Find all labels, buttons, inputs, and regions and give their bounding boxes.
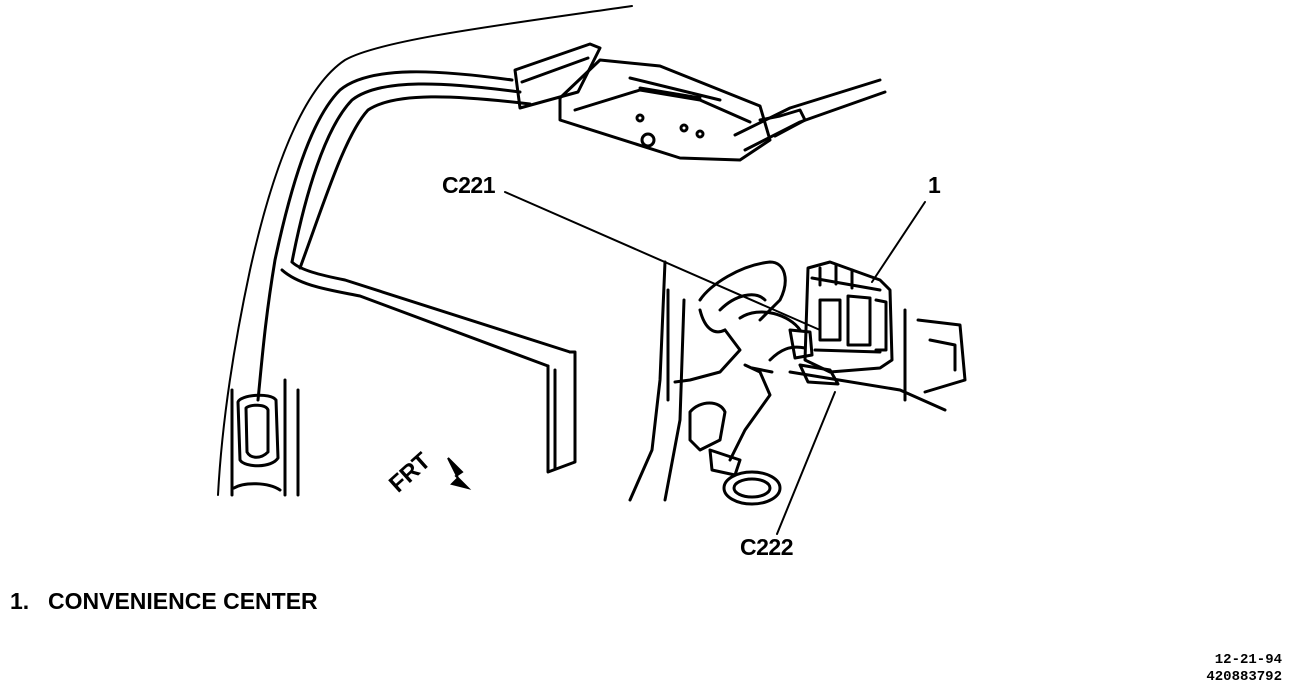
stamp-date: 12-21-94 [1214, 652, 1282, 668]
kick-panel-area [628, 260, 967, 506]
overhead-console [513, 42, 887, 162]
leader-line-1 [871, 201, 926, 283]
stamp-code: 420883792 [1206, 669, 1282, 685]
convenience-center-block [768, 260, 894, 386]
door-frame [217, 5, 633, 496]
callout-c222: C222 [740, 534, 793, 560]
leader-line-c221 [504, 191, 821, 331]
leader-line-c222 [776, 391, 836, 535]
callout-item-1: 1 [928, 172, 941, 198]
legend: 1. CONVENIENCE CENTER [10, 588, 318, 615]
callout-c221: C221 [442, 172, 495, 198]
document-stamp: 12-21-94 420883792 [1206, 652, 1282, 686]
legend-item-number: 1. [10, 588, 30, 614]
legend-item-label: CONVENIENCE CENTER [48, 588, 318, 614]
front-arrow-icon [447, 457, 472, 490]
door-handle-area [230, 378, 300, 497]
